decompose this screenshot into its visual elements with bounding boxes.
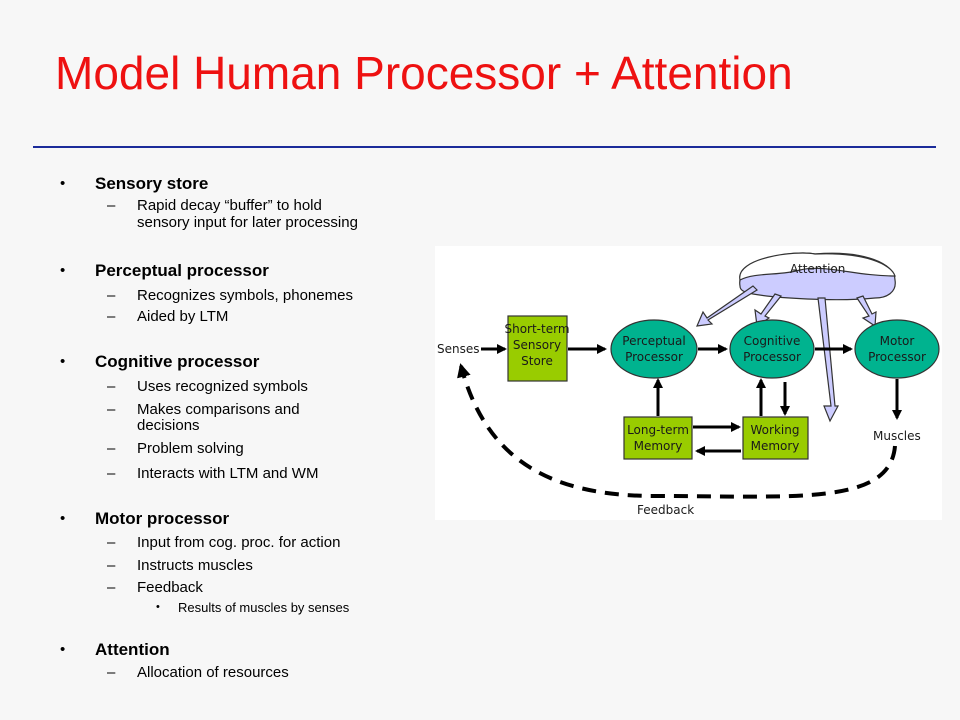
- stm-label-3: Store: [521, 354, 553, 368]
- sub-bullet-feedback: Feedback: [107, 579, 203, 596]
- sub-bullet-problem-solving: Problem solving: [107, 440, 244, 457]
- sub-bullet-interacts: Interacts with LTM and WM: [107, 465, 319, 482]
- senses-label: Senses: [437, 342, 480, 356]
- bullet-perceptual-processor: Perceptual processor: [60, 261, 269, 281]
- sub-bullet-comparisons: Makes comparisons and: [107, 401, 300, 418]
- bullet-cognitive-processor: Cognitive processor: [60, 352, 259, 372]
- ltm-label-1: Long-term: [627, 423, 689, 437]
- attention-to-working-memory-arrow: [817, 297, 839, 423]
- attention-to-perceptual-arrow: [696, 285, 758, 327]
- working-memory-box: Working Memory: [742, 416, 809, 460]
- bullet-list: Sensory store Rapid decay “buffer” to ho…: [0, 0, 430, 720]
- attention-cloud: Attention: [739, 252, 896, 301]
- sub-sub-bullet-results: Results of muscles by senses: [156, 600, 349, 615]
- sub-bullet-rapid-decay-cont: sensory input for later processing: [137, 214, 358, 231]
- sub-bullet-aided-ltm: Aided by LTM: [107, 308, 229, 325]
- sub-bullet-text: decisions: [137, 417, 200, 434]
- mhp-diagram: Attention Senses Short-term Sensory Stor…: [435, 246, 942, 520]
- perceptual-label-2: Processor: [625, 350, 683, 364]
- long-term-memory-box: Long-term Memory: [623, 416, 693, 460]
- perceptual-label-1: Perceptual: [622, 334, 685, 348]
- cognitive-label-1: Cognitive: [744, 334, 801, 348]
- wm-label-1: Working: [751, 423, 800, 437]
- motor-label-1: Motor: [880, 334, 915, 348]
- ltm-label-2: Memory: [634, 439, 683, 453]
- sub-bullet-allocation: Allocation of resources: [107, 664, 289, 681]
- stm-label-1: Short-term: [504, 322, 569, 336]
- perceptual-processor-node: Perceptual Processor: [610, 319, 698, 379]
- sub-bullet-text: sensory input for later processing: [137, 214, 358, 231]
- sub-bullet-uses-symbols: Uses recognized symbols: [107, 378, 308, 395]
- motor-label-2: Processor: [868, 350, 926, 364]
- sub-bullet-instructs-muscles: Instructs muscles: [107, 557, 253, 574]
- bullet-sensory-store: Sensory store: [60, 174, 209, 194]
- feedback-loop-arrow: [457, 363, 897, 499]
- bullet-motor-processor: Motor processor: [60, 509, 229, 529]
- wm-label-2: Memory: [751, 439, 800, 453]
- sub-bullet-rapid-decay: Rapid decay “buffer” to hold: [107, 197, 322, 214]
- bullet-attention: Attention: [60, 640, 169, 660]
- sub-bullet-comparisons-cont: decisions: [137, 417, 200, 434]
- cognitive-processor-node: Cognitive Processor: [729, 319, 815, 379]
- mhp-diagram-svg: Attention Senses Short-term Sensory Stor…: [437, 252, 940, 517]
- feedback-label: Feedback: [637, 503, 694, 517]
- cloud-top: [739, 252, 896, 281]
- short-term-sensory-store-box: Short-term Sensory Store: [504, 315, 570, 382]
- sub-bullet-recognizes: Recognizes symbols, phonemes: [107, 287, 353, 304]
- attention-label: Attention: [790, 262, 845, 276]
- attention-to-motor-arrow: [856, 295, 877, 328]
- motor-processor-node: Motor Processor: [854, 319, 940, 379]
- sub-bullet-input-cog: Input from cog. proc. for action: [107, 534, 341, 551]
- stm-label-2: Sensory: [513, 338, 561, 352]
- muscles-label: Muscles: [873, 429, 921, 443]
- title-divider: [33, 146, 936, 148]
- slide-title: Model Human Processor + Attention: [55, 47, 793, 99]
- cognitive-label-2: Processor: [743, 350, 801, 364]
- attention-arrows: [696, 285, 877, 423]
